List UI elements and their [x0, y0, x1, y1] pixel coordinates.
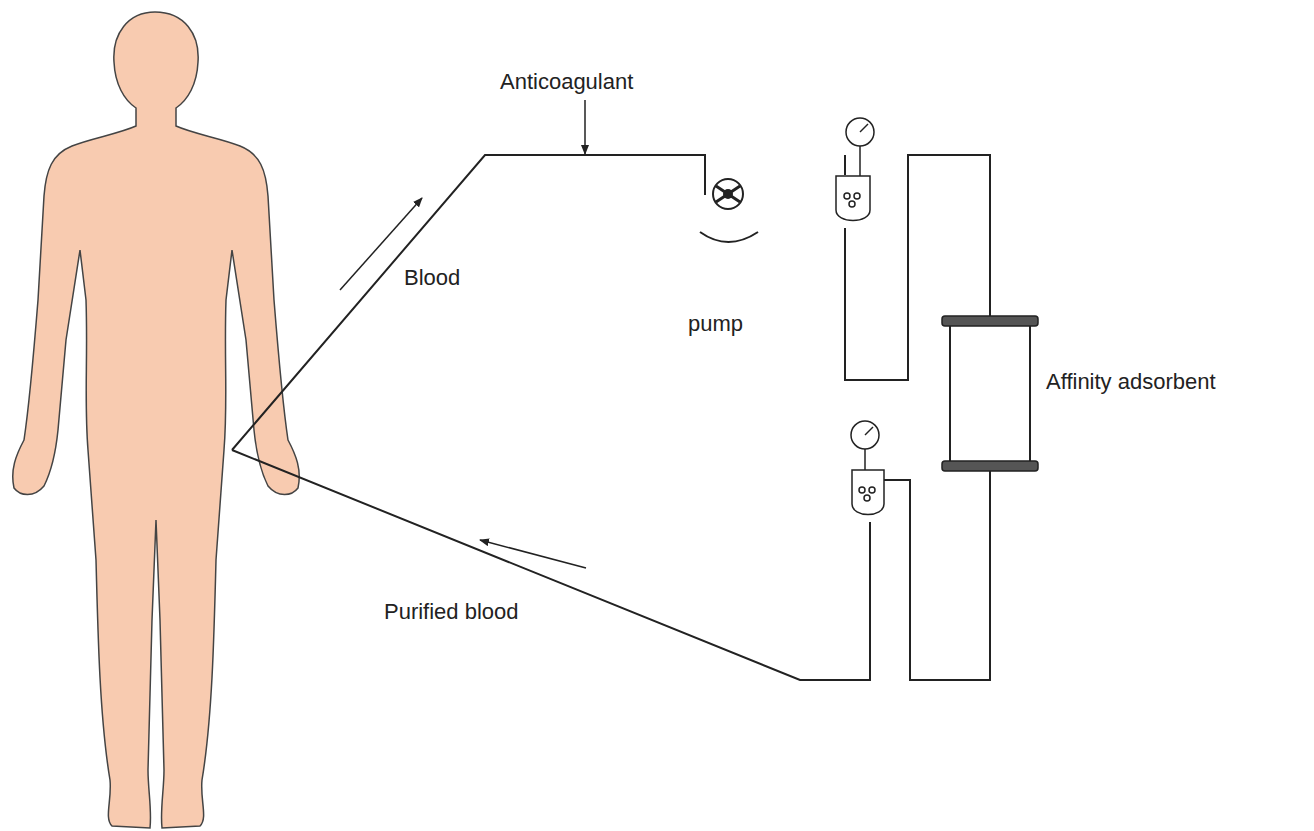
- flow-label: Blood: [404, 266, 460, 290]
- column-label: Affinity adsorbent: [1046, 370, 1216, 394]
- human-figure: [13, 12, 300, 828]
- flow-arrow: [480, 540, 586, 568]
- pressure-gauge: [836, 118, 874, 221]
- anticoagulant-arrow: [584, 100, 586, 154]
- pump-symbol: [700, 179, 758, 242]
- inlet-label: Anticoagulant: [500, 70, 633, 94]
- tubing-circuit: [232, 155, 990, 680]
- flow-label: Purified blood: [384, 600, 519, 624]
- adsorbent-column: [942, 316, 1038, 471]
- pressure-gauge: [851, 421, 884, 515]
- pump-label: pump: [688, 312, 743, 336]
